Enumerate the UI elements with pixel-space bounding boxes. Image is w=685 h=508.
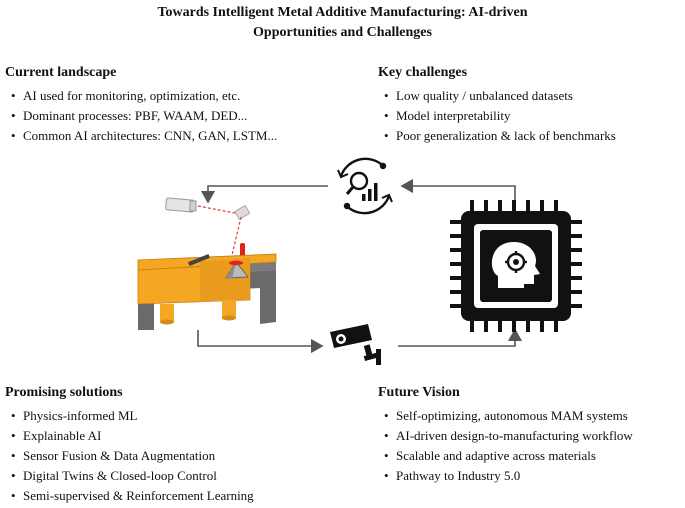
process-diagram	[137, 157, 582, 365]
list-item: Scalable and adaptive across materials	[384, 446, 633, 466]
arrow-analytics-to-sensor	[200, 185, 328, 204]
key-challenges-section: Key challenges Low quality / unbalanced …	[378, 64, 616, 146]
current-landscape-section: Current landscape AI used for monitoring…	[5, 64, 277, 146]
laser-sensor-icon	[165, 197, 251, 269]
section-heading: Key challenges	[378, 65, 468, 80]
bullet-list: Low quality / unbalanced datasets Model …	[378, 86, 616, 146]
list-item: Low quality / unbalanced datasets	[384, 86, 616, 106]
promising-solutions-section: Promising solutions Physics-informed ML …	[5, 384, 254, 506]
list-item: Explainable AI	[11, 426, 254, 446]
list-item: Digital Twins & Closed-loop Control	[11, 466, 254, 486]
ai-chip-icon	[450, 200, 582, 332]
list-item: Model interpretability	[384, 106, 616, 126]
list-item: Sensor Fusion & Data Augmentation	[11, 446, 254, 466]
section-heading: Future Vision	[378, 385, 460, 400]
cctv-camera-icon	[330, 324, 381, 365]
arrow-camera-to-chip	[398, 328, 523, 347]
list-item: AI-driven design-to-manufacturing workfl…	[384, 426, 633, 446]
bullet-list: Self-optimizing, autonomous MAM systems …	[378, 406, 633, 486]
flow-arrows	[197, 178, 523, 354]
list-item: AI used for monitoring, optimization, et…	[11, 86, 277, 106]
list-item: Self-optimizing, autonomous MAM systems	[384, 406, 633, 426]
title-line-2: Opportunities and Challenges	[253, 25, 432, 40]
diagram-title: Towards Intelligent Metal Additive Manuf…	[0, 3, 685, 43]
bullet-list: Physics-informed ML Explainable AI Senso…	[5, 406, 254, 506]
future-vision-section: Future Vision Self-optimizing, autonomou…	[378, 384, 633, 486]
list-item: Semi-supervised & Reinforcement Learning	[11, 486, 254, 506]
list-item: Dominant processes: PBF, WAAM, DED...	[11, 106, 277, 126]
list-item: Pathway to Industry 5.0	[384, 466, 633, 486]
list-item: Poor generalization & lack of benchmarks	[384, 126, 616, 146]
ai-analytics-icon	[337, 157, 393, 215]
section-heading: Promising solutions	[5, 385, 123, 400]
section-heading: Current landscape	[5, 65, 117, 80]
arrow-process-to-camera	[197, 330, 324, 354]
title-line-1: Towards Intelligent Metal Additive Manuf…	[157, 5, 528, 20]
bullet-list: AI used for monitoring, optimization, et…	[5, 86, 277, 146]
list-item: Common AI architectures: CNN, GAN, LSTM.…	[11, 126, 277, 146]
list-item: Physics-informed ML	[11, 406, 254, 426]
am-process-platform	[137, 253, 277, 330]
arrow-chip-to-analytics	[400, 178, 516, 201]
